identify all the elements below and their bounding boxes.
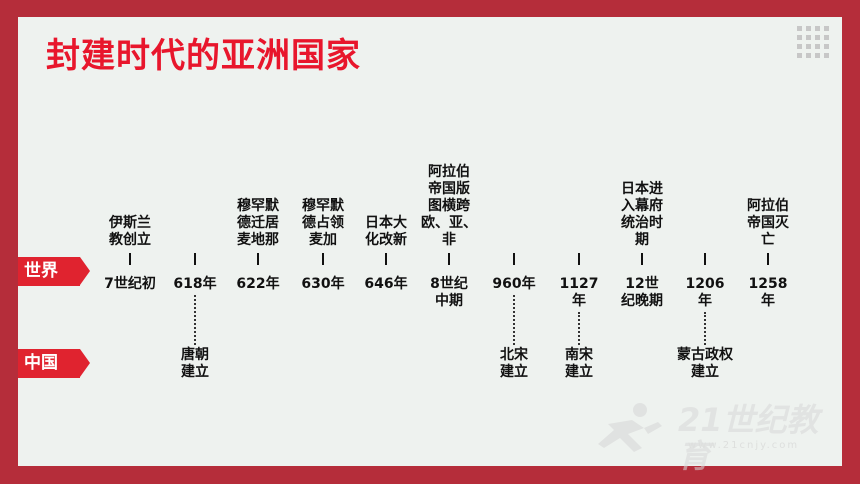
timeline-date-line: 年	[572, 293, 586, 309]
world-event-line: 帝国版	[428, 181, 470, 197]
dotted-connector	[194, 295, 196, 345]
decorative-dot-grid	[797, 26, 837, 62]
world-event-line: 亡	[761, 232, 775, 248]
world-row-tag: 世界	[18, 257, 90, 286]
world-event-line: 期	[635, 232, 649, 248]
watermark: 21世纪教育 www.21cnjy.com	[588, 398, 838, 474]
timeline-date-line: 年	[761, 293, 775, 309]
world-event-line: 阿拉伯	[747, 198, 789, 214]
timeline-date-line: 960年	[492, 276, 536, 292]
world-event: 日本进入幕府统治时期	[592, 181, 692, 249]
dotted-connector	[513, 295, 515, 345]
world-event-line: 阿拉伯	[428, 164, 470, 180]
china-event-line: 北宋	[500, 347, 528, 363]
world-event: 穆罕默德占领麦加	[273, 198, 373, 249]
timeline-tick	[448, 253, 450, 265]
timeline-date-line: 1206	[685, 276, 725, 292]
china-event: 唐朝建立	[145, 347, 245, 381]
china-row-tag: 中国	[18, 349, 90, 378]
watermark-url: www.21cnjy.com	[688, 440, 800, 451]
world-event: 日本大化改新	[336, 215, 436, 249]
world-event-line: 入幕府	[621, 198, 663, 214]
world-event: 穆罕默德迁居麦地那	[208, 198, 308, 249]
timeline-date-line: 630年	[301, 276, 345, 292]
timeline-tick	[129, 253, 131, 265]
world-event-line: 图横跨	[428, 198, 470, 214]
timeline-date-line: 12世	[625, 276, 659, 292]
china-event-line: 建立	[565, 364, 593, 380]
china-event-line: 建立	[500, 364, 528, 380]
world-event-line: 麦地那	[237, 232, 279, 248]
timeline-tick	[578, 253, 580, 265]
timeline-tick	[194, 253, 196, 265]
timeline-tick	[385, 253, 387, 265]
world-event-line: 教创立	[109, 232, 151, 248]
world-event-line: 帝国灭	[747, 215, 789, 231]
world-event-line: 欧、亚、	[421, 215, 477, 231]
timeline-date: 646年	[336, 276, 436, 293]
timeline-date: 12世纪晚期	[592, 276, 692, 310]
china-event: 南宋建立	[529, 347, 629, 381]
world-event-line: 麦加	[309, 232, 337, 248]
world-event-line: 化改新	[365, 232, 407, 248]
timeline-tick	[767, 253, 769, 265]
timeline-tick	[704, 253, 706, 265]
world-event-line: 伊斯兰	[109, 215, 151, 231]
timeline-date-line: 7世纪初	[104, 276, 156, 292]
timeline-tick	[322, 253, 324, 265]
timeline-date: 960年	[464, 276, 564, 293]
timeline-date: 7世纪初	[80, 276, 180, 293]
china-event: 蒙古政权建立	[655, 347, 755, 381]
china-event-line: 建立	[181, 364, 209, 380]
world-event-line: 非	[442, 232, 456, 248]
world-event-line: 德占领	[302, 215, 344, 231]
slide-title: 封建时代的亚洲国家	[46, 36, 361, 76]
dotted-connector	[704, 312, 706, 345]
timeline-date-line: 618年	[173, 276, 217, 292]
timeline-tick	[641, 253, 643, 265]
china-event-line: 南宋	[565, 347, 593, 363]
china-event-line: 蒙古政权	[677, 347, 733, 363]
timeline-date-line: 年	[698, 293, 712, 309]
world-event-line: 穆罕默	[237, 198, 279, 214]
timeline-date-line: 中期	[435, 293, 463, 309]
dotted-connector	[578, 312, 580, 345]
timeline-date-line: 1258	[748, 276, 788, 292]
timeline-date: 630年	[273, 276, 373, 293]
timeline-date-line: 646年	[364, 276, 408, 292]
timeline-date-line: 纪晚期	[621, 293, 663, 309]
slide-panel	[18, 17, 842, 466]
timeline-date: 8世纪中期	[399, 276, 499, 310]
watermark-brand: 21世纪教育	[678, 401, 819, 475]
china-event-line: 唐朝	[181, 347, 209, 363]
timeline-date: 618年	[145, 276, 245, 293]
timeline-date-line: 8世纪	[430, 276, 468, 292]
world-event-line: 统治时	[621, 215, 663, 231]
timeline-date: 622年	[208, 276, 308, 293]
timeline-date-line: 622年	[236, 276, 280, 292]
world-event-line: 德迁居	[237, 215, 279, 231]
timeline-tick	[513, 253, 515, 265]
world-event-line: 穆罕默	[302, 198, 344, 214]
timeline-date-line: 1127	[559, 276, 599, 292]
china-event-line: 建立	[691, 364, 719, 380]
runner-logo-icon	[598, 403, 662, 452]
world-event-line: 日本进	[621, 181, 663, 197]
timeline-tick	[257, 253, 259, 265]
world-event-line: 日本大	[365, 215, 407, 231]
world-event: 伊斯兰教创立	[80, 215, 180, 249]
world-event: 阿拉伯帝国版图横跨欧、亚、非	[399, 164, 499, 249]
china-event: 北宋建立	[464, 347, 564, 381]
world-event: 阿拉伯帝国灭亡	[718, 198, 818, 249]
